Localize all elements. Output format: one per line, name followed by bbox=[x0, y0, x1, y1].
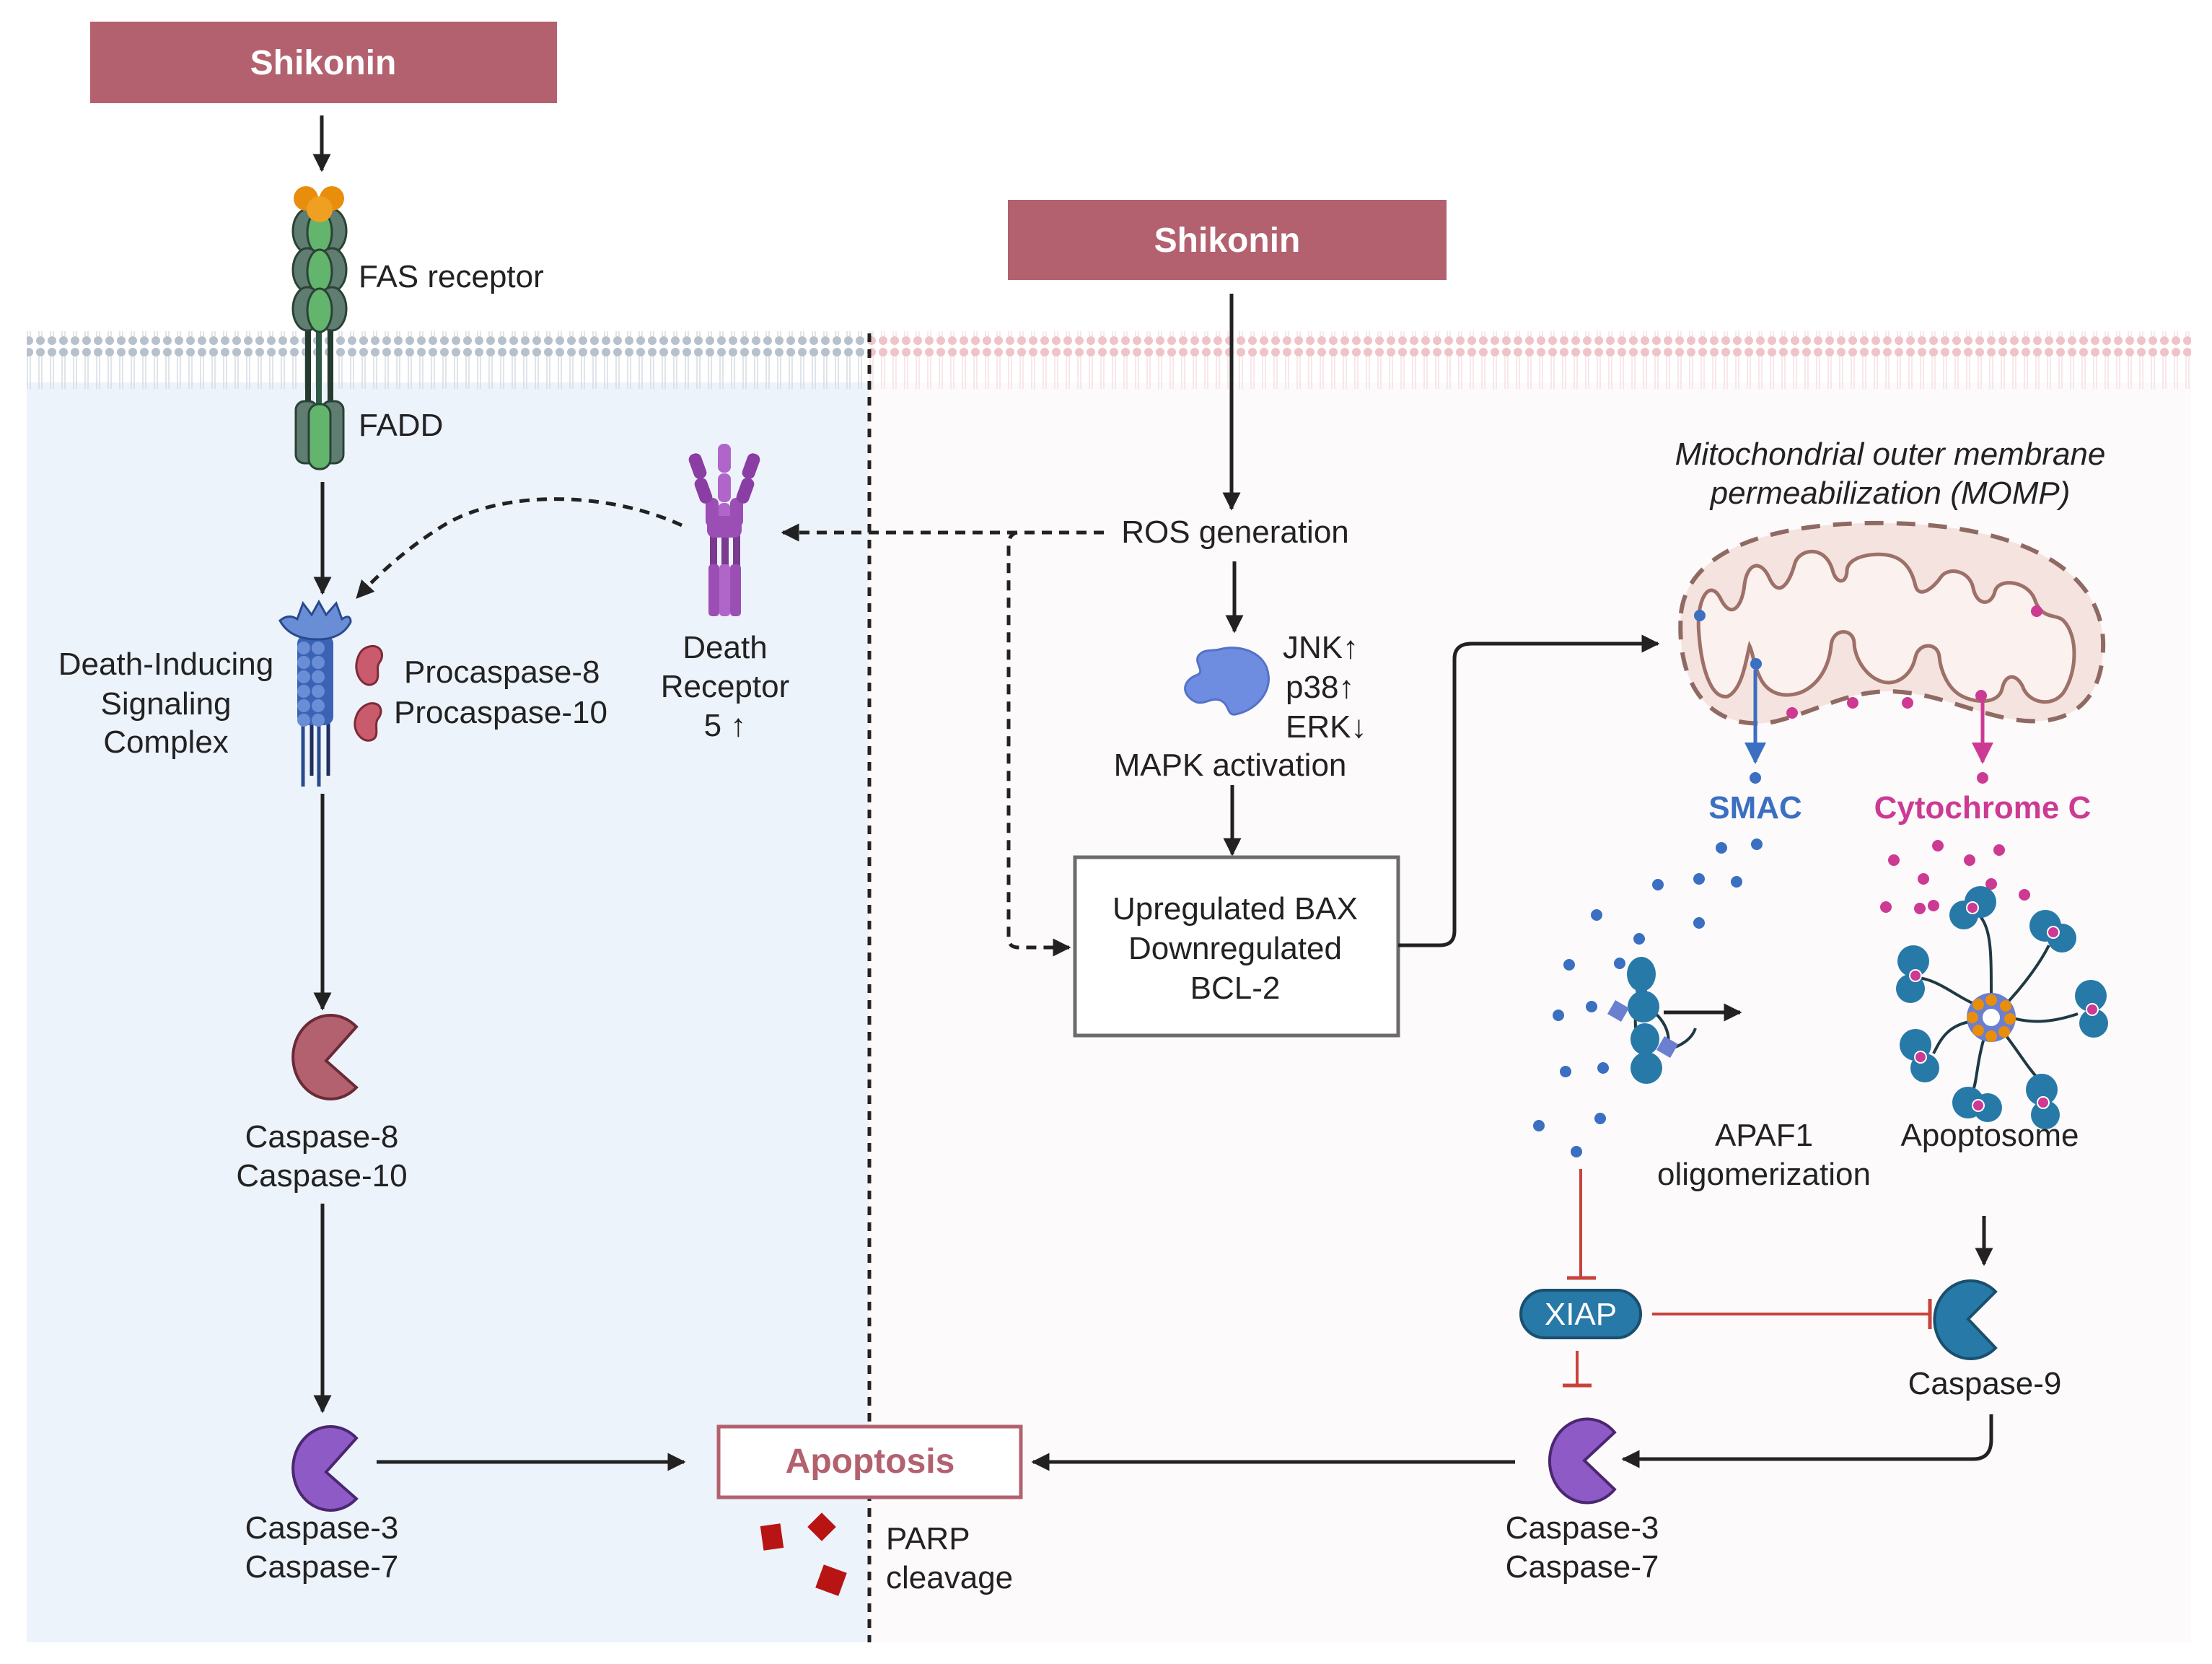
parp-label-line-2: cleavage bbox=[886, 1560, 1013, 1595]
apoptosome-label: Apoptosome bbox=[1900, 1118, 2079, 1153]
fadd-icon bbox=[294, 400, 345, 470]
smac-molecules bbox=[1533, 772, 1763, 1157]
ros-label: ROS generation bbox=[1121, 514, 1349, 550]
parp-fragments-icon bbox=[760, 1512, 847, 1596]
apaf1-label-line-2: oligomerization bbox=[1657, 1157, 1871, 1192]
shikonin-label: Shikonin bbox=[250, 44, 397, 82]
momp-label-line-1: Mitochondrial outer membrane bbox=[1675, 437, 2106, 472]
caspase-8-label-line-1: Caspase-8 bbox=[245, 1119, 399, 1155]
bax-bcl2-box[interactable]: Upregulated BAX Downregulated BCL-2 bbox=[1073, 855, 1400, 1038]
inhibit-smac-to-xiap bbox=[1567, 1169, 1596, 1280]
bax-box-line-1: Upregulated BAX bbox=[1112, 891, 1358, 927]
disc-complex-icon bbox=[278, 599, 352, 787]
procaspase-8-label: Procaspase-8 bbox=[404, 654, 600, 690]
shikonin-box-extrinsic[interactable]: Shikonin bbox=[90, 22, 557, 103]
apaf1-icon bbox=[1607, 957, 1697, 1084]
momp-label-line-2: permeabilization (MOMP) bbox=[1709, 476, 2071, 511]
mitochondrion-icon bbox=[1678, 520, 2106, 726]
arrow-dr5-to-disc bbox=[356, 497, 683, 599]
procaspase-8-icon bbox=[355, 644, 383, 686]
intrinsic-cell-membrane bbox=[869, 331, 2191, 389]
death-receptor-label-line-1: Death bbox=[683, 630, 767, 665]
procaspase-10-icon bbox=[354, 702, 382, 742]
apaf1-label-line-1: APAF1 bbox=[1715, 1118, 1813, 1153]
arrow-bax-to-mitochondria bbox=[1398, 634, 1660, 947]
apoptosis-label: Apoptosis bbox=[786, 1442, 955, 1481]
cytochrome-c-label: Cytochrome C bbox=[1874, 790, 2092, 826]
xiap-node[interactable]: XIAP bbox=[1519, 1289, 1642, 1339]
arrow-caspase9-to-caspase3 bbox=[1621, 1414, 1993, 1468]
fas-receptor-label: FAS receptor bbox=[359, 259, 544, 294]
disc-label-line-1: Death-Inducing bbox=[58, 647, 273, 682]
apoptosome-icon bbox=[1896, 886, 2108, 1129]
apoptosis-box[interactable]: Apoptosis bbox=[716, 1424, 1023, 1499]
bax-box-line-3: BCL-2 bbox=[1190, 971, 1281, 1006]
death-receptor-label-line-3: 5 ↑ bbox=[704, 708, 747, 743]
caspase-3-intrinsic-label-line-2: Caspase-7 bbox=[1506, 1549, 1659, 1585]
shikonin-label-intrinsic: Shikonin bbox=[1154, 222, 1301, 260]
procaspase-10-label: Procaspase-10 bbox=[394, 695, 607, 730]
erk-marker: ERK↓ bbox=[1286, 709, 1366, 745]
mapk-activation-label: MAPK activation bbox=[1114, 748, 1347, 783]
caspase-3-extrinsic-label-line-2: Caspase-7 bbox=[245, 1549, 399, 1585]
disc-label-line-2: Signaling bbox=[100, 686, 231, 722]
caspase-8-label-line-2: Caspase-10 bbox=[236, 1158, 407, 1194]
caspase-3-extrinsic-label-line-1: Caspase-3 bbox=[245, 1510, 399, 1546]
xiap-label: XIAP bbox=[1545, 1297, 1617, 1332]
death-receptor-5-icon bbox=[688, 444, 760, 616]
inhibit-xiap-to-caspase3 bbox=[1563, 1351, 1592, 1388]
bax-box-line-2: Downregulated bbox=[1128, 931, 1342, 966]
fas-receptor-icon bbox=[291, 186, 348, 411]
caspase-8-icon bbox=[291, 1014, 359, 1100]
arrow-ros-to-bax-box bbox=[1006, 530, 1071, 957]
p38-marker: p38↑ bbox=[1286, 670, 1354, 705]
mapk-protein-icon bbox=[1184, 647, 1270, 716]
extrinsic-cell-membrane bbox=[27, 331, 869, 389]
caspase-9-label: Caspase-9 bbox=[1908, 1366, 2062, 1401]
caspase-3-intrinsic-icon bbox=[1548, 1417, 1617, 1505]
disc-label-line-3: Complex bbox=[103, 724, 229, 760]
jnk-marker: JNK↑ bbox=[1283, 630, 1359, 665]
inhibit-xiap-to-caspase9 bbox=[1652, 1299, 1932, 1329]
shikonin-box-intrinsic[interactable]: Shikonin bbox=[1008, 200, 1447, 280]
caspase-3-extrinsic-icon bbox=[291, 1425, 359, 1512]
death-receptor-label-line-2: Receptor bbox=[661, 669, 790, 704]
smac-label: SMAC bbox=[1708, 790, 1802, 826]
fadd-label: FADD bbox=[359, 408, 443, 443]
caspase-9-icon bbox=[1933, 1279, 1998, 1360]
parp-label-line-1: PARP bbox=[886, 1521, 970, 1556]
cytochrome-c-molecules bbox=[1880, 772, 2030, 914]
caspase-3-intrinsic-label-line-1: Caspase-3 bbox=[1506, 1510, 1659, 1546]
